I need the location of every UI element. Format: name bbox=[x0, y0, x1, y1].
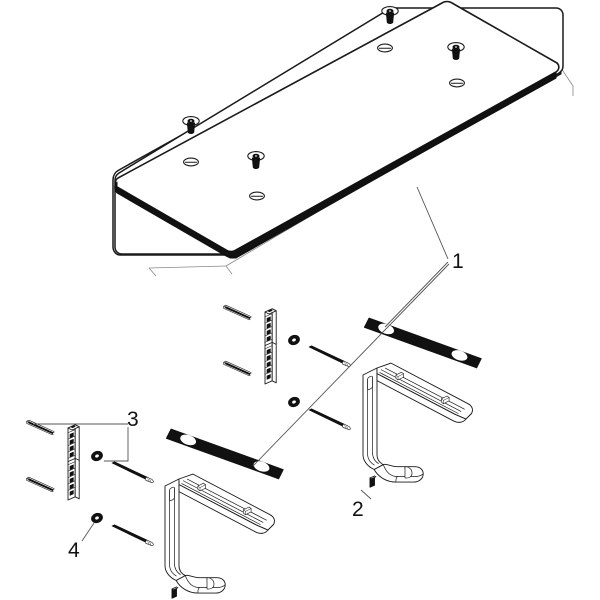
right-hardware-group bbox=[222, 304, 351, 430]
left-bracket-group bbox=[164, 428, 284, 599]
shelf-hole bbox=[183, 157, 199, 167]
wall-plug bbox=[264, 308, 277, 385]
bracket-set-screw bbox=[369, 475, 377, 488]
alignment-pin bbox=[25, 476, 55, 493]
shelf-thickness bbox=[114, 181, 237, 258]
leader-lines bbox=[33, 186, 450, 542]
callout-4: 4 bbox=[68, 539, 80, 562]
alignment-pin bbox=[222, 360, 252, 377]
shelf-far-edge-dark bbox=[235, 71, 557, 257]
alignment-pin bbox=[222, 304, 252, 321]
leader-line-1b bbox=[384, 261, 449, 328]
callout-3: 3 bbox=[127, 408, 139, 431]
shelf-hole bbox=[377, 43, 393, 53]
mounting-screw bbox=[308, 345, 351, 367]
wall-plug bbox=[67, 424, 80, 501]
wall-bracket bbox=[362, 362, 473, 483]
leader-line-3 bbox=[104, 427, 129, 462]
left-hardware-group bbox=[25, 419, 154, 546]
washer bbox=[286, 395, 302, 409]
shelf-hole bbox=[449, 78, 465, 88]
rubber-pad-strip bbox=[165, 428, 284, 480]
leader-line-1c bbox=[252, 263, 450, 467]
alignment-pin bbox=[25, 419, 55, 436]
wall-bracket bbox=[164, 473, 275, 594]
shelf-assembly bbox=[112, 0, 574, 277]
leader-line-1a bbox=[416, 186, 449, 260]
mounting-screw bbox=[308, 408, 351, 430]
shelf-top-face bbox=[114, 0, 560, 253]
rubber-pad-strip bbox=[363, 317, 482, 369]
mounting-screw bbox=[111, 524, 154, 546]
bracket-set-screw bbox=[171, 586, 179, 599]
shelf-hole bbox=[249, 191, 265, 201]
callout-1: 1 bbox=[452, 250, 464, 273]
callout-2: 2 bbox=[352, 498, 364, 521]
mounting-screw bbox=[111, 461, 154, 483]
washer bbox=[89, 511, 105, 525]
leader-line-2 bbox=[360, 489, 372, 500]
leader-line-4 bbox=[81, 522, 95, 542]
right-bracket-group bbox=[362, 317, 482, 488]
washer bbox=[89, 449, 105, 463]
washer bbox=[286, 333, 302, 347]
